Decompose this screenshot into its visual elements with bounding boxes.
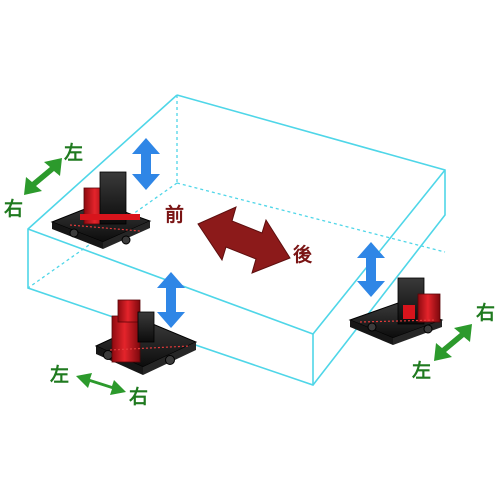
label-front-jack-left: 左 [50,364,70,386]
label-front-jack-right: 右 [129,386,149,408]
lateral-arrow-right-jack [434,324,472,361]
label-left-jack-right: 右 [4,198,24,220]
label-right-jack-right: 右 [476,302,496,324]
label-front: 前 [165,204,185,226]
lift-arrow-left [132,138,160,190]
front-jack [94,299,198,375]
lift-arrow-right [357,242,385,297]
label-right-jack-left: 左 [412,360,432,382]
label-rear: 後 [293,244,313,266]
longitudinal-arrow [197,206,291,274]
lateral-arrow-left-jack [24,158,62,195]
lateral-arrow-front-jack [76,373,126,395]
right-jack [348,277,444,345]
lift-arrow-front [157,272,185,328]
label-left-jack-left: 左 [64,142,84,164]
left-jack [50,171,152,249]
